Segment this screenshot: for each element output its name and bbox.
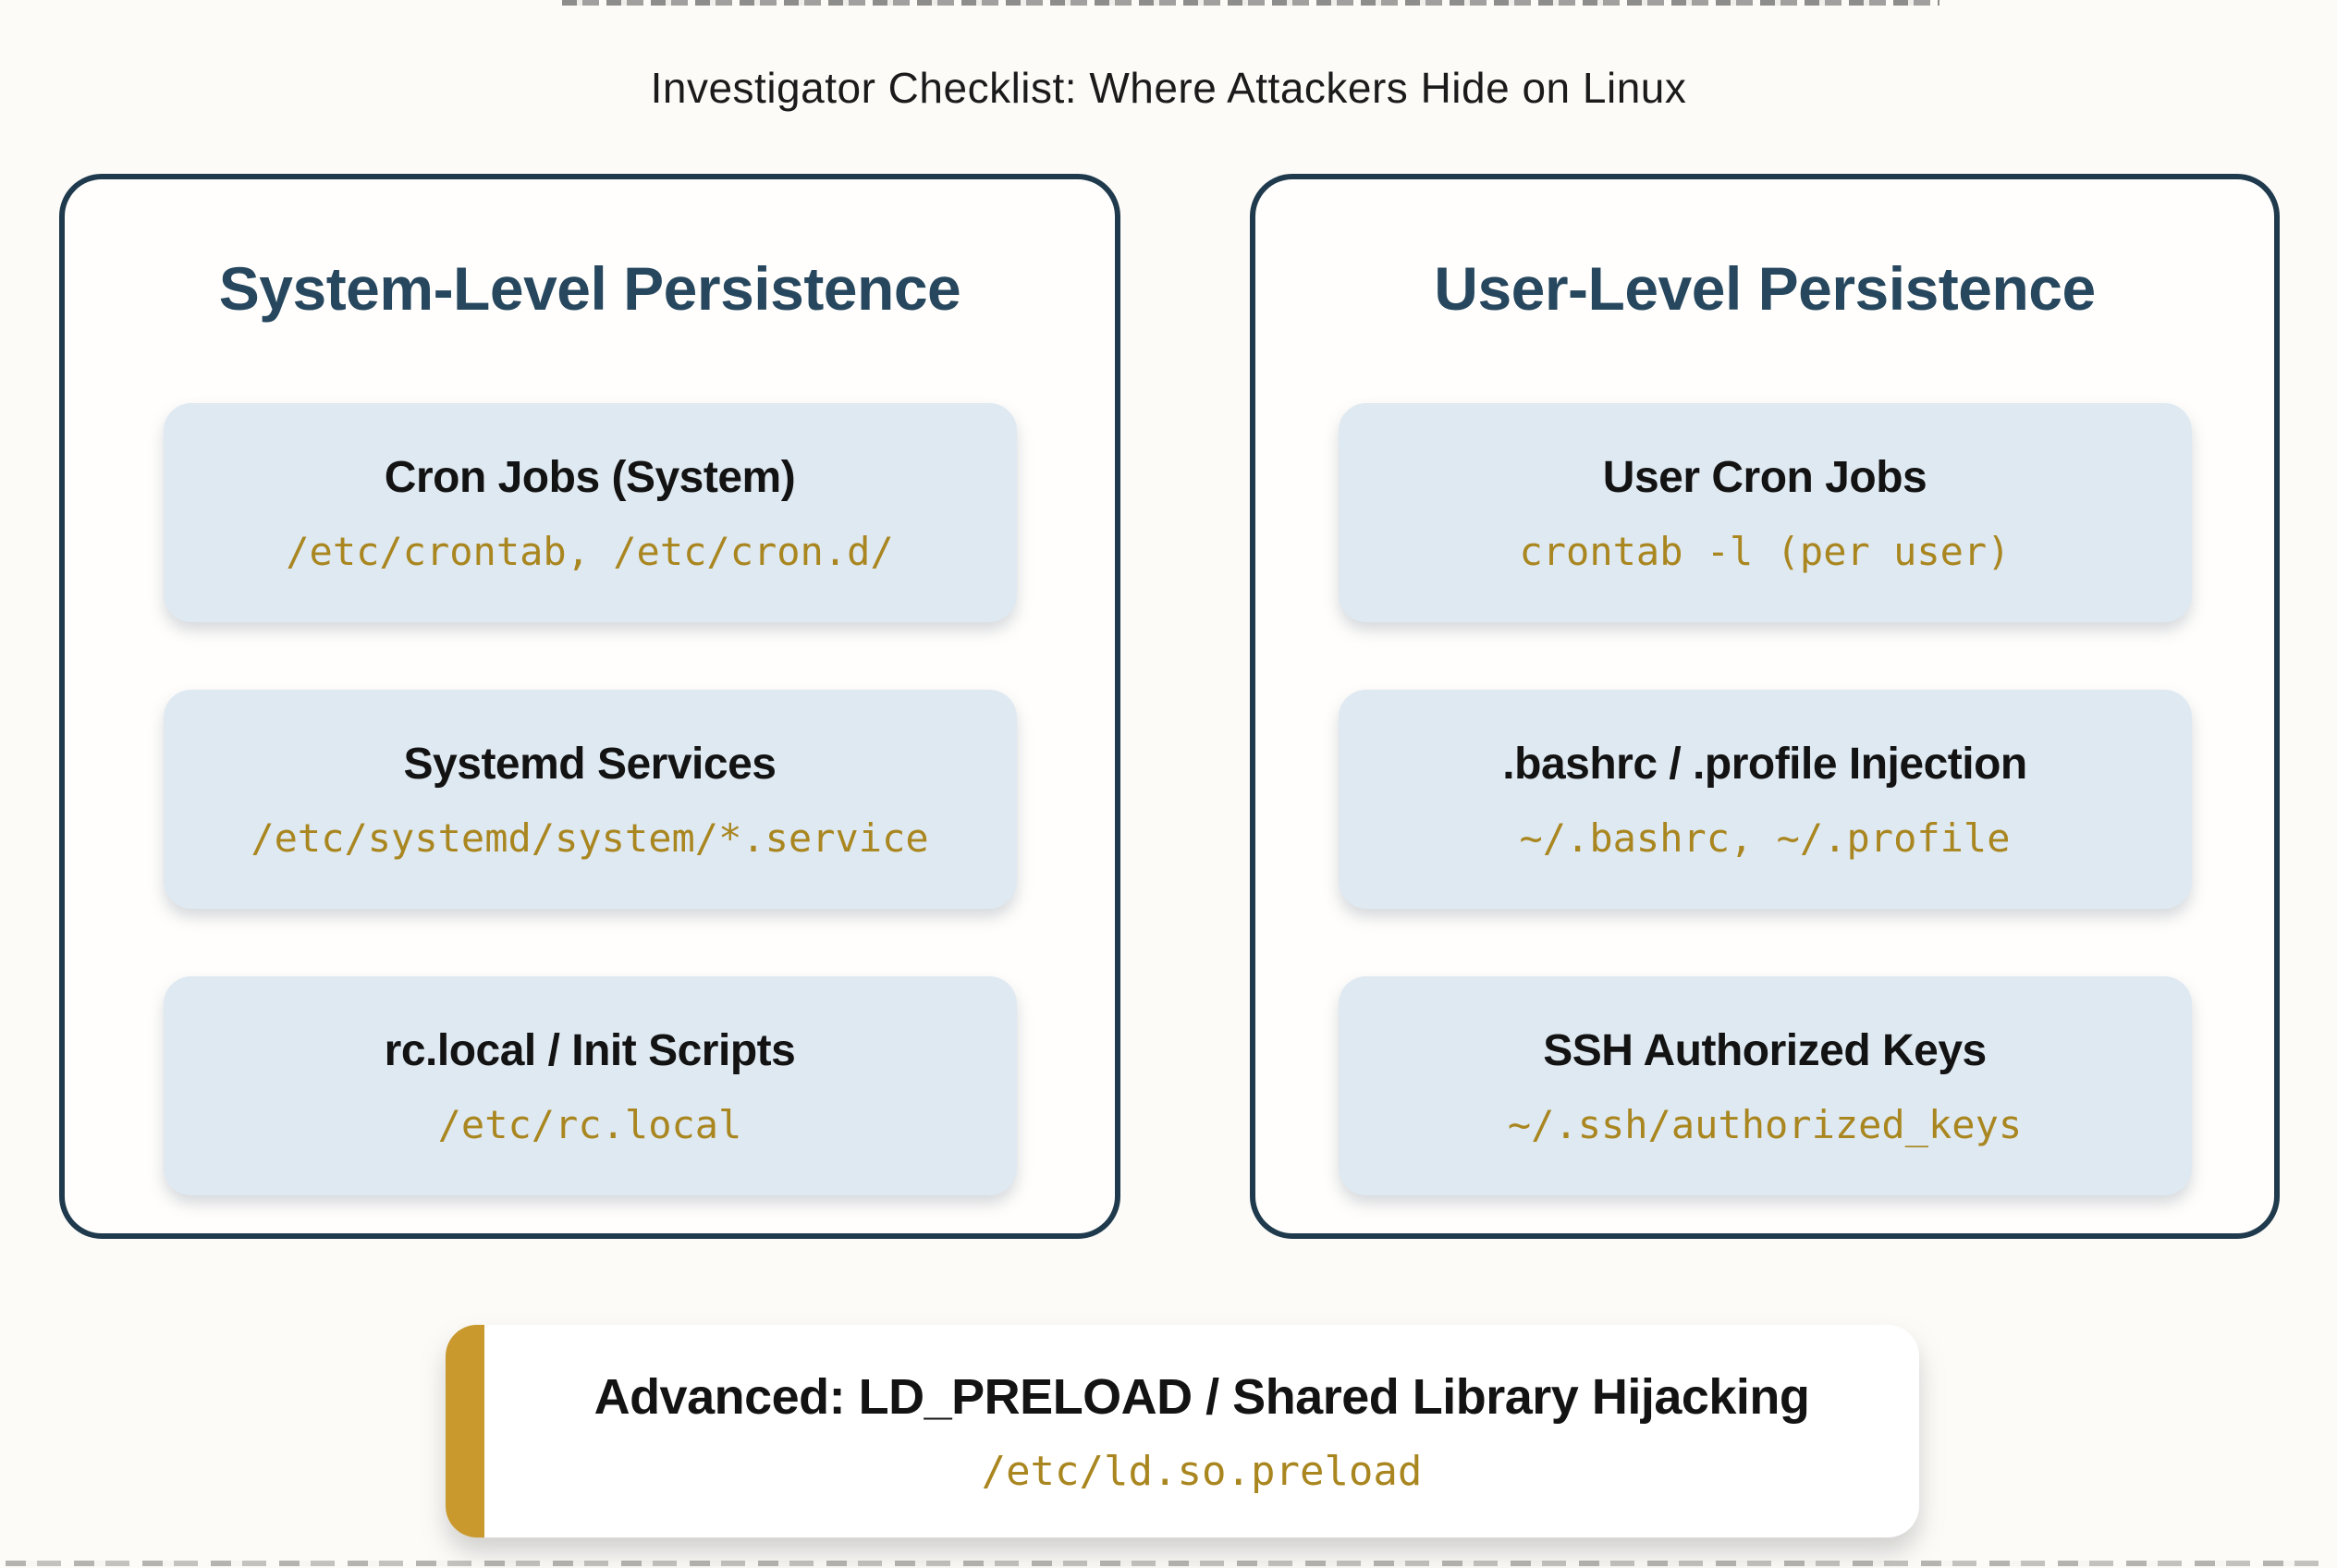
page-title: Investigator Checklist: Where Attackers … — [650, 64, 1687, 112]
panel-user-level-persistence: User-Level Persistence User Cron Jobs cr… — [1250, 174, 2280, 1239]
card-path: ~/.ssh/authorized_keys — [1507, 1101, 2023, 1147]
card-title: Systemd Services — [403, 739, 777, 789]
top-edge-artifact — [562, 0, 1939, 6]
card-path: ~/.bashrc, ~/.profile — [1519, 815, 2011, 861]
card-user-cron-jobs: User Cron Jobs crontab -l (per user) — [1338, 403, 2192, 622]
card-bashrc-profile-injection: .bashrc / .profile Injection ~/.bashrc, … — [1338, 690, 2192, 909]
panel-title: User-Level Persistence — [1434, 254, 2096, 323]
bottom-edge-artifact — [6, 1561, 2331, 1566]
card-cron-jobs-system: Cron Jobs (System) /etc/crontab, /etc/cr… — [163, 403, 1017, 622]
card-path: crontab -l (per user) — [1519, 528, 2011, 574]
card-title: .bashrc / .profile Injection — [1502, 739, 2027, 789]
card-list: User Cron Jobs crontab -l (per user) .ba… — [1338, 403, 2192, 1195]
card-systemd-services: Systemd Services /etc/systemd/system/*.s… — [163, 690, 1017, 909]
card-list: Cron Jobs (System) /etc/crontab, /etc/cr… — [163, 403, 1017, 1195]
panel-title: System-Level Persistence — [218, 254, 961, 323]
card-rc-local-init-scripts: rc.local / Init Scripts /etc/rc.local — [163, 976, 1017, 1195]
card-title: rc.local / Init Scripts — [384, 1025, 796, 1075]
card-title: User Cron Jobs — [1602, 452, 1927, 502]
card-title: SSH Authorized Keys — [1543, 1025, 1987, 1075]
banner-path: /etc/ld.so.preload — [981, 1447, 1423, 1495]
card-path: /etc/systemd/system/*.service — [251, 815, 929, 861]
card-ssh-authorized-keys: SSH Authorized Keys ~/.ssh/authorized_ke… — [1338, 976, 2192, 1195]
card-path: /etc/crontab, /etc/cron.d/ — [286, 528, 894, 574]
banner-advanced-ld-preload: Advanced: LD_PRELOAD / Shared Library Hi… — [446, 1325, 1919, 1537]
card-path: /etc/rc.local — [437, 1101, 742, 1147]
panel-system-level-persistence: System-Level Persistence Cron Jobs (Syst… — [59, 174, 1120, 1239]
card-title: Cron Jobs (System) — [384, 452, 796, 502]
banner-accent-bar — [446, 1325, 484, 1537]
banner-title: Advanced: LD_PRELOAD / Shared Library Hi… — [593, 1368, 1810, 1425]
